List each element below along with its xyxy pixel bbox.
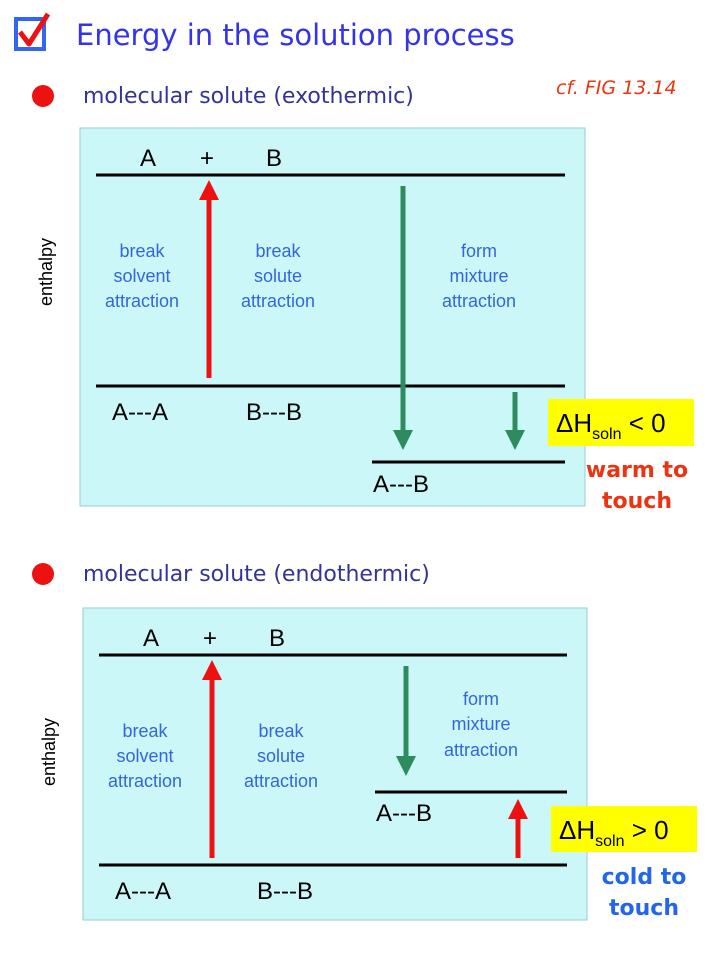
svg-text:attraction: attraction [442,291,516,311]
cold-label-line1: cold to [602,865,687,890]
step-break-solvent: break solvent attraction [108,721,182,791]
svg-text:break: break [119,241,165,261]
solvent-species: A---A [112,399,168,426]
svg-text:attraction: attraction [244,771,318,791]
checkbox-icon [14,12,51,51]
mixture-species: A---B [376,800,432,827]
mixture-species: A---B [373,471,429,498]
step-break-solute: break solute attraction [244,721,318,791]
svg-text:attraction: attraction [444,740,518,760]
svg-text:ΔHsoln < 0: ΔHsoln < 0 [556,408,666,443]
warm-label-line2: touch [602,489,672,514]
svg-text:attraction: attraction [105,291,179,311]
section-heading-endothermic: molecular solute (endothermic) [83,562,430,587]
svg-text:break: break [122,721,168,741]
species-a: A [140,145,156,172]
exothermic-diagram: enthalpy A + B A---A B---B A---B break s… [36,127,586,507]
solvent-species: A---A [115,878,171,905]
species-a: A [143,625,159,652]
svg-text:break: break [258,721,304,741]
step-form-mixture: form mixture attraction [444,689,518,760]
delta-h-badge-positive: ΔHsoln > 0 [551,806,697,852]
endothermic-diagram: enthalpy A + B A---B A---A B---B break s… [39,607,588,921]
svg-text:break: break [255,241,301,261]
svg-text:solute: solute [257,746,305,766]
svg-text:mixture: mixture [449,266,508,286]
solute-species: B---B [257,878,313,905]
svg-text:attraction: attraction [108,771,182,791]
bullet-icon [32,563,54,585]
plus-sign: + [200,145,214,172]
species-b: B [269,625,285,652]
figure-reference: cf. FIG 13.14 [556,77,677,99]
delta-h-badge-negative: ΔHsoln < 0 [548,399,694,446]
enthalpy-axis-label: enthalpy [36,238,56,306]
step-break-solvent: break solvent attraction [105,241,179,311]
slide-title: Energy in the solution process [76,18,515,52]
species-b: B [266,145,282,172]
step-form-mixture: form mixture attraction [442,241,516,311]
svg-text:solute: solute [254,266,302,286]
svg-text:mixture: mixture [451,714,510,734]
svg-text:attraction: attraction [241,291,315,311]
section-heading-exothermic: molecular solute (exothermic) [83,84,414,109]
svg-text:solvent: solvent [116,746,173,766]
plus-sign: + [203,625,217,652]
cold-label-line2: touch [609,896,679,921]
svg-text:ΔHsoln > 0: ΔHsoln > 0 [559,815,669,850]
solute-species: B---B [246,399,302,426]
step-break-solute: break solute attraction [241,241,315,311]
warm-label-line1: warm to [586,458,688,483]
enthalpy-axis-label: enthalpy [39,718,59,786]
svg-text:solvent: solvent [113,266,170,286]
svg-text:form: form [461,241,497,261]
svg-text:form: form [463,689,499,709]
bullet-icon [32,85,54,107]
